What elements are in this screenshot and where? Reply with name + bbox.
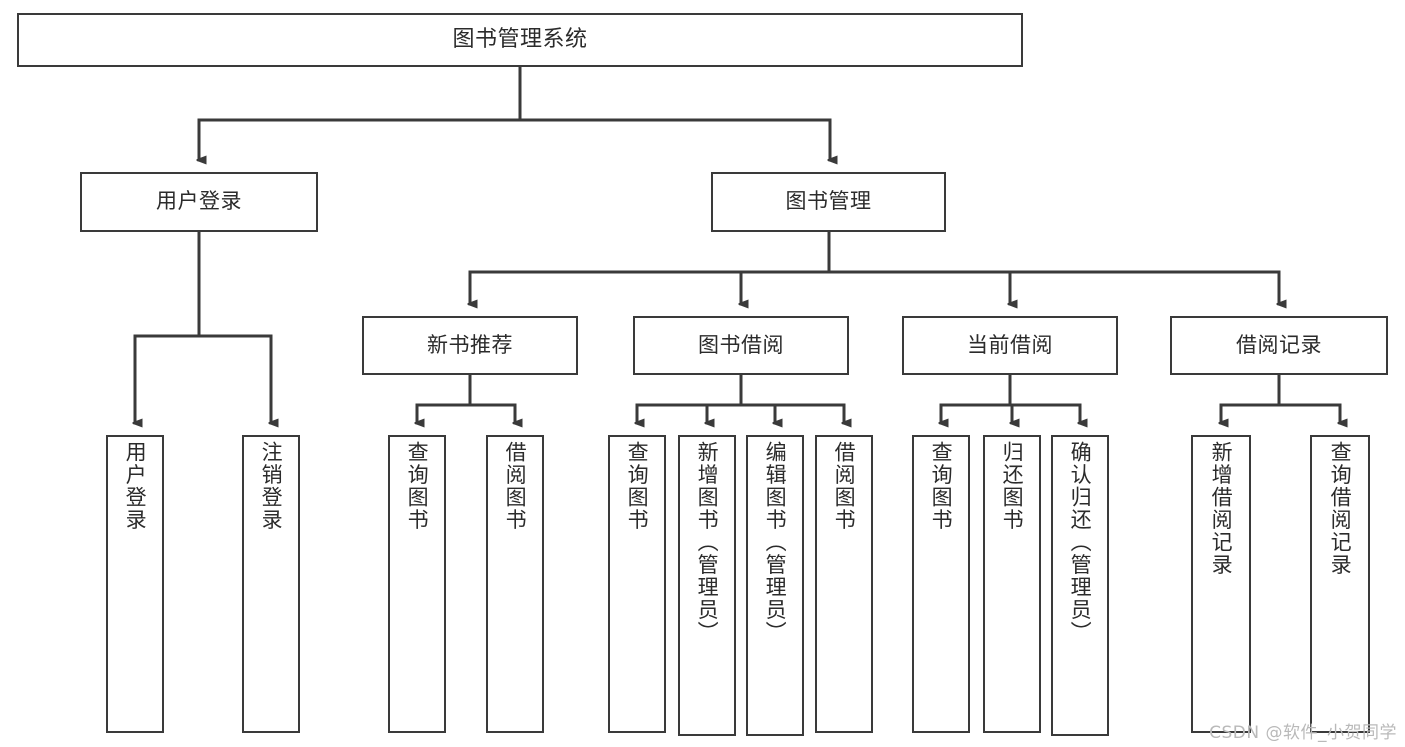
node-book-borrow-label: 图书借阅: [698, 332, 784, 357]
node-leaf-borrow-book-2[interactable]: 借阅图书: [815, 435, 873, 733]
node-leaf-add-book[interactable]: 新增图书（管理员）: [678, 435, 736, 736]
leaf-label: 查询借阅记录: [1328, 441, 1353, 576]
node-leaf-user-login[interactable]: 用户登录: [106, 435, 164, 733]
node-user-login[interactable]: 用户登录: [80, 172, 318, 232]
node-current-borrow[interactable]: 当前借阅: [902, 316, 1118, 375]
leaf-label: 确认归还（管理员）: [1068, 441, 1093, 644]
node-leaf-borrow-book-1[interactable]: 借阅图书: [486, 435, 544, 733]
node-book-borrow[interactable]: 图书借阅: [633, 316, 849, 375]
leaf-label: 注销登录: [259, 441, 284, 531]
leaf-label: 借阅图书: [503, 441, 528, 531]
leaf-label: 用户登录: [123, 441, 148, 531]
node-leaf-confirm-return[interactable]: 确认归还（管理员）: [1051, 435, 1109, 736]
leaf-label: 借阅图书: [832, 441, 857, 531]
node-leaf-query-book-2[interactable]: 查询图书: [608, 435, 666, 733]
leaf-label: 查询图书: [625, 441, 650, 531]
node-leaf-add-record[interactable]: 新增借阅记录: [1191, 435, 1251, 733]
node-new-book-rec-label: 新书推荐: [427, 332, 513, 357]
node-leaf-user-logout[interactable]: 注销登录: [242, 435, 300, 733]
node-book-manage-label: 图书管理: [785, 189, 872, 214]
node-borrow-record-label: 借阅记录: [1236, 332, 1322, 357]
node-book-manage[interactable]: 图书管理: [711, 172, 946, 232]
node-leaf-query-record[interactable]: 查询借阅记录: [1310, 435, 1370, 733]
leaf-label: 查询图书: [405, 441, 430, 531]
leaf-label: 编辑图书（管理员）: [763, 441, 788, 644]
node-user-login-label: 用户登录: [156, 189, 242, 214]
node-root-label: 图书管理系统: [452, 26, 588, 52]
csdn-watermark: CSDN @软件_小贺同学: [1209, 723, 1397, 743]
leaf-label: 查询图书: [929, 441, 954, 531]
node-current-borrow-label: 当前借阅: [967, 332, 1053, 357]
leaf-label: 归还图书: [1000, 441, 1025, 531]
node-leaf-query-book-1[interactable]: 查询图书: [388, 435, 446, 733]
node-borrow-record[interactable]: 借阅记录: [1170, 316, 1388, 375]
node-leaf-edit-book[interactable]: 编辑图书（管理员）: [746, 435, 804, 736]
leaf-label: 新增图书（管理员）: [695, 441, 720, 644]
node-root[interactable]: 图书管理系统: [17, 13, 1023, 67]
node-leaf-query-book-3[interactable]: 查询图书: [912, 435, 970, 733]
node-new-book-rec[interactable]: 新书推荐: [362, 316, 578, 375]
leaf-label: 新增借阅记录: [1209, 441, 1234, 576]
node-leaf-return-book[interactable]: 归还图书: [983, 435, 1041, 733]
